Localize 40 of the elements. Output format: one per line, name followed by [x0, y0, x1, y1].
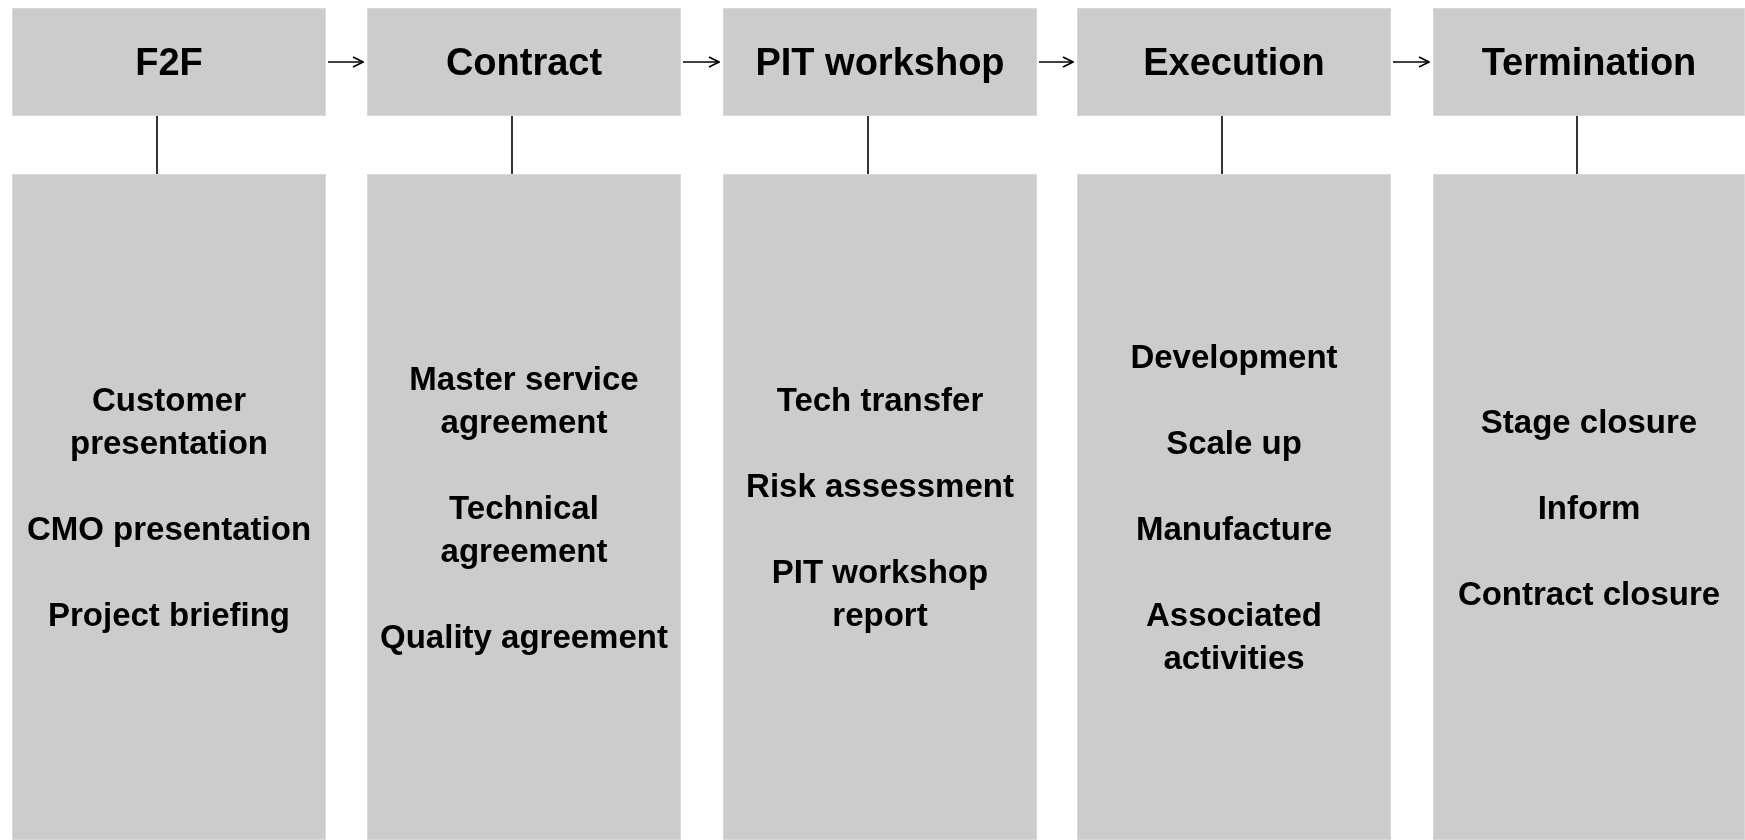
phase-title: PIT workshop	[755, 40, 1005, 84]
phase-header-box	[1433, 8, 1745, 116]
task-text: Scale up	[1166, 423, 1302, 463]
task-text: Technical agreement	[439, 487, 609, 571]
phase-title: Contract	[445, 40, 603, 84]
task-text: Quality agreement	[380, 616, 668, 657]
arrow	[1038, 56, 1074, 68]
connector-line	[511, 115, 513, 175]
task-text: Tech transfer	[776, 380, 984, 420]
task-text: Customer presentation	[68, 380, 269, 463]
phase-title: Execution	[1143, 40, 1325, 84]
phase-header-box	[723, 8, 1037, 116]
task-text: Inform	[1537, 487, 1641, 528]
arrow	[682, 56, 720, 68]
connector-line	[1576, 115, 1578, 175]
task-text: Development	[1130, 337, 1338, 377]
connector-line	[867, 115, 869, 175]
task-text: Project briefing	[47, 595, 290, 635]
connector-line	[156, 115, 158, 175]
task-text: Manufacture	[1135, 509, 1333, 549]
task-panel	[1077, 174, 1391, 840]
phase-title: F2F	[135, 40, 203, 84]
arrow	[327, 56, 364, 68]
task-text: Contract closure	[1457, 573, 1721, 614]
task-panel	[367, 174, 681, 840]
task-text: CMO presentation	[26, 509, 312, 549]
connector-line	[1221, 115, 1223, 175]
task-panel	[12, 174, 326, 840]
task-panel	[1433, 174, 1745, 840]
task-panel	[723, 174, 1037, 840]
phase-header-box	[12, 8, 326, 116]
phase-header-box	[367, 8, 681, 116]
task-text: Master service agreement	[408, 358, 640, 442]
phase-header-box	[1077, 8, 1391, 116]
task-text: PIT workshop report	[770, 552, 990, 635]
phase-title: Termination	[1481, 40, 1697, 84]
task-text: Risk assessment	[746, 466, 1014, 506]
task-text: Associated activities	[1144, 595, 1324, 678]
task-text: Stage closure	[1480, 401, 1698, 442]
arrow	[1392, 56, 1430, 68]
